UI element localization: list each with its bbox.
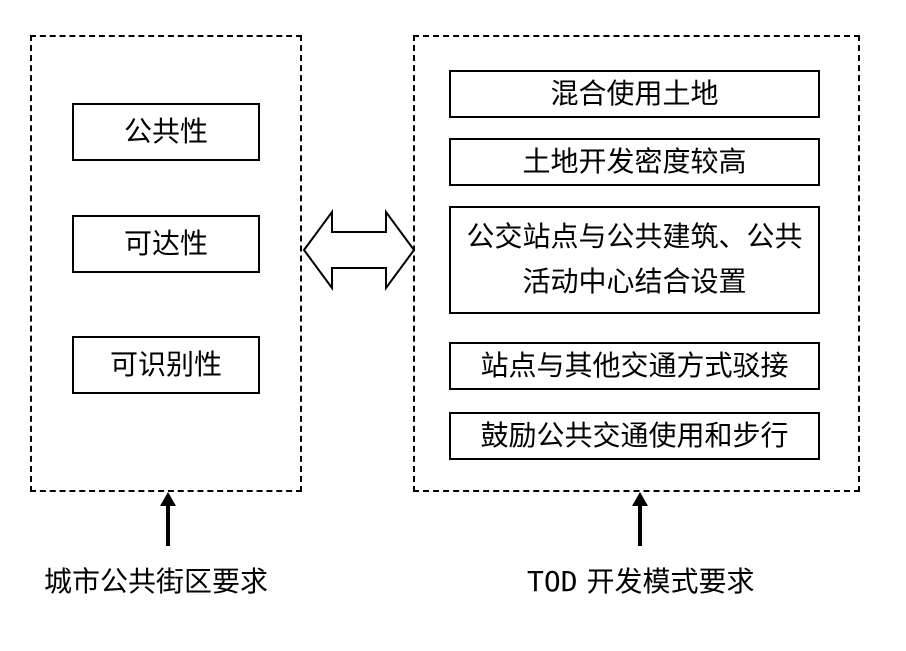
tod-requirements-caption: TOD 开发模式要求 xyxy=(527,560,754,600)
accessibility-label: 可达性 xyxy=(123,227,208,261)
accessibility-box: 可达性 xyxy=(72,215,260,273)
encourage-transit-walking-label: 鼓励公共交通使用和步行 xyxy=(480,419,789,453)
transfer-connection-box: 站点与其他交通方式驳接 xyxy=(449,342,820,390)
tod-caption-prefix: TOD xyxy=(527,565,578,598)
station-integration-line-1: 公交站点与公共建筑、公共 xyxy=(466,220,803,254)
station-integration-line-2: 活动中心结合设置 xyxy=(522,265,747,298)
tod-caption-suffix: 开发模式要求 xyxy=(577,565,755,598)
tod-requirements-panel xyxy=(413,35,860,492)
high-density-label: 土地开发密度较高 xyxy=(522,145,747,179)
double-headed-arrow-icon xyxy=(302,208,416,292)
public-block-requirements-caption-text: 城市公共街区要求 xyxy=(44,565,269,598)
station-integration-box: 公交站点与公共建筑、公共 活动中心结合设置 xyxy=(449,206,820,314)
recognizability-box: 可识别性 xyxy=(72,336,260,394)
right-up-arrow-icon xyxy=(632,492,648,546)
mixed-land-use-box: 混合使用土地 xyxy=(449,70,820,118)
publicness-box: 公共性 xyxy=(72,103,260,161)
public-block-requirements-caption: 城市公共街区要求 xyxy=(44,560,268,600)
recognizability-label: 可识别性 xyxy=(109,348,222,382)
encourage-transit-walking-box: 鼓励公共交通使用和步行 xyxy=(449,412,820,460)
left-up-arrow-icon xyxy=(160,492,176,546)
public-block-requirements-panel xyxy=(30,35,302,492)
high-density-box: 土地开发密度较高 xyxy=(449,138,820,186)
mixed-land-use-label: 混合使用土地 xyxy=(550,77,719,111)
publicness-label: 公共性 xyxy=(123,115,208,149)
transfer-connection-label: 站点与其他交通方式驳接 xyxy=(480,349,789,383)
